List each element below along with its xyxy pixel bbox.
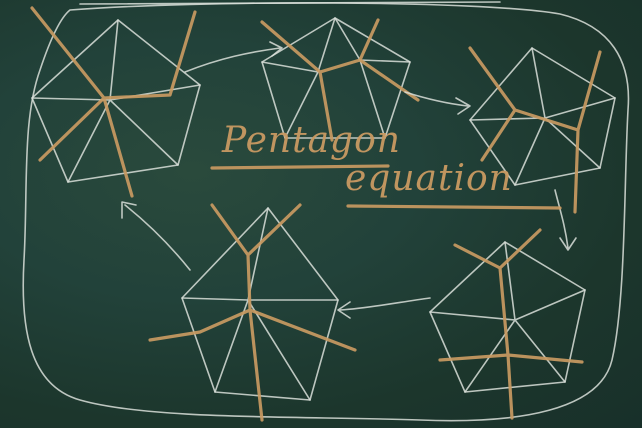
outer-loop	[22, 2, 630, 422]
pentagon-bottom-right	[429, 228, 586, 420]
cycle-arrows	[121, 41, 577, 319]
pentagon-top-left	[30, 6, 201, 198]
title-word-equation: equation	[345, 158, 513, 199]
pentagon-top-right	[468, 46, 616, 214]
title-word-pentagon: Pentagon	[222, 120, 401, 161]
title-underline-2	[346, 204, 562, 210]
pentagon-bottom-left	[148, 203, 357, 422]
title-underline-1	[210, 164, 390, 170]
